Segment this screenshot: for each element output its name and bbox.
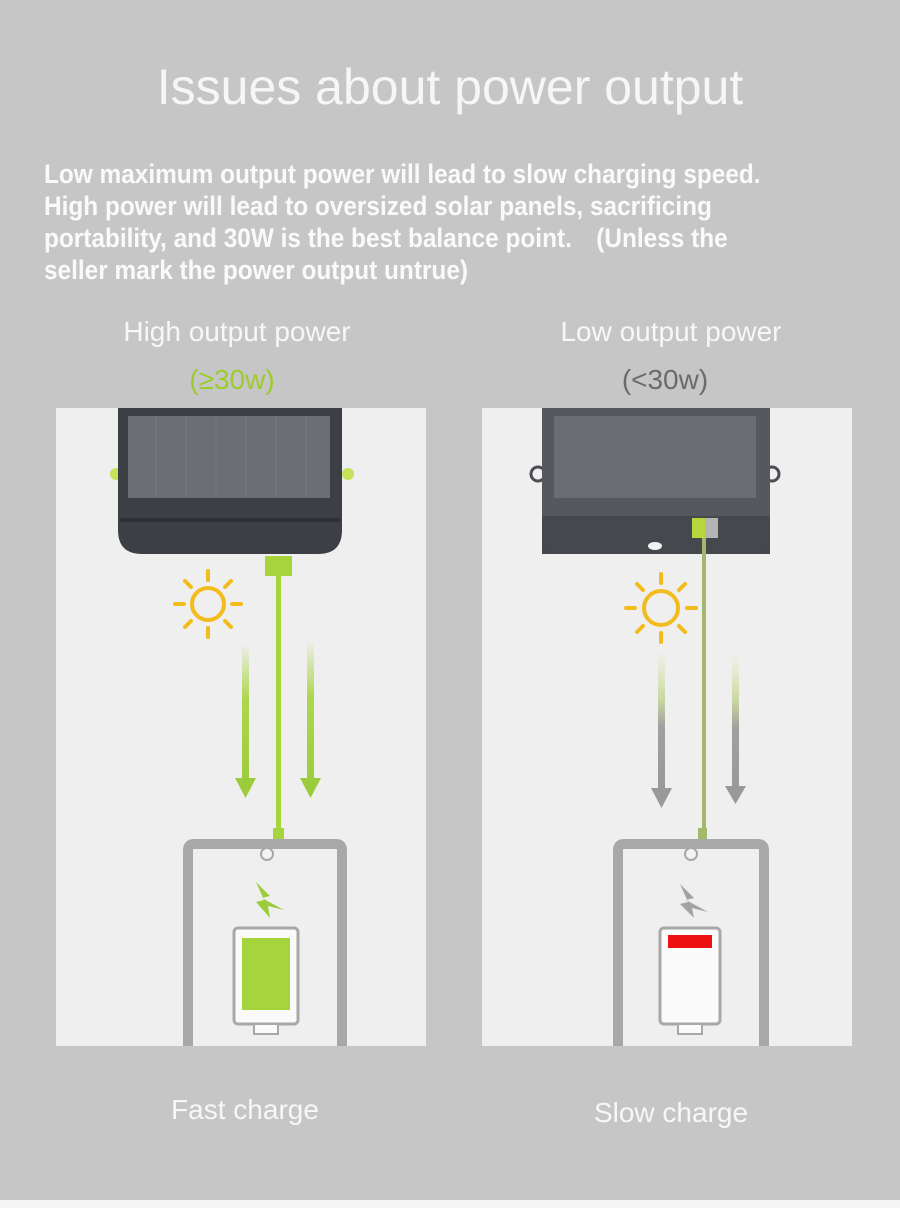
description-line: seller mark the power output untrue) [44,255,469,285]
bottom-divider [0,1200,900,1208]
high-power-threshold: (≥30w) [189,364,275,395]
energy-arrow-icon [235,643,256,798]
energy-arrow-icon [725,654,746,804]
solar-panel-icon [110,408,354,554]
battery-full-icon [232,926,300,1035]
low-power-heading: Low output power [560,316,782,347]
cable-icon [265,556,292,844]
low-power-illustration [482,408,852,1046]
description-line: High power will lead to oversized solar … [44,191,712,221]
low-power-threshold: (<30w) [621,364,709,395]
solar-panel-icon [529,408,781,554]
battery-low-icon [658,926,722,1035]
sun-icon [624,572,698,644]
description: Low maximum output power will lead to sl… [44,158,826,286]
energy-arrow-icon [651,650,672,808]
high-power-illustration [56,408,426,1046]
fast-charge-label: Fast charge [171,1094,319,1125]
page-title: Issues about power output [156,59,744,115]
bolt-icon [256,882,284,918]
cable-icon [692,518,718,844]
slow-charge-label: Slow charge [593,1097,749,1128]
description-line: Low maximum output power will lead to sl… [44,159,761,189]
energy-arrow-icon [300,640,321,798]
phone-icon [613,839,769,1046]
description-line: portability, and 30W is the best balance… [44,223,728,253]
phone-icon [183,839,347,1046]
high-power-heading: High output power [123,316,351,347]
bolt-icon [680,884,708,918]
sun-icon [173,569,243,639]
